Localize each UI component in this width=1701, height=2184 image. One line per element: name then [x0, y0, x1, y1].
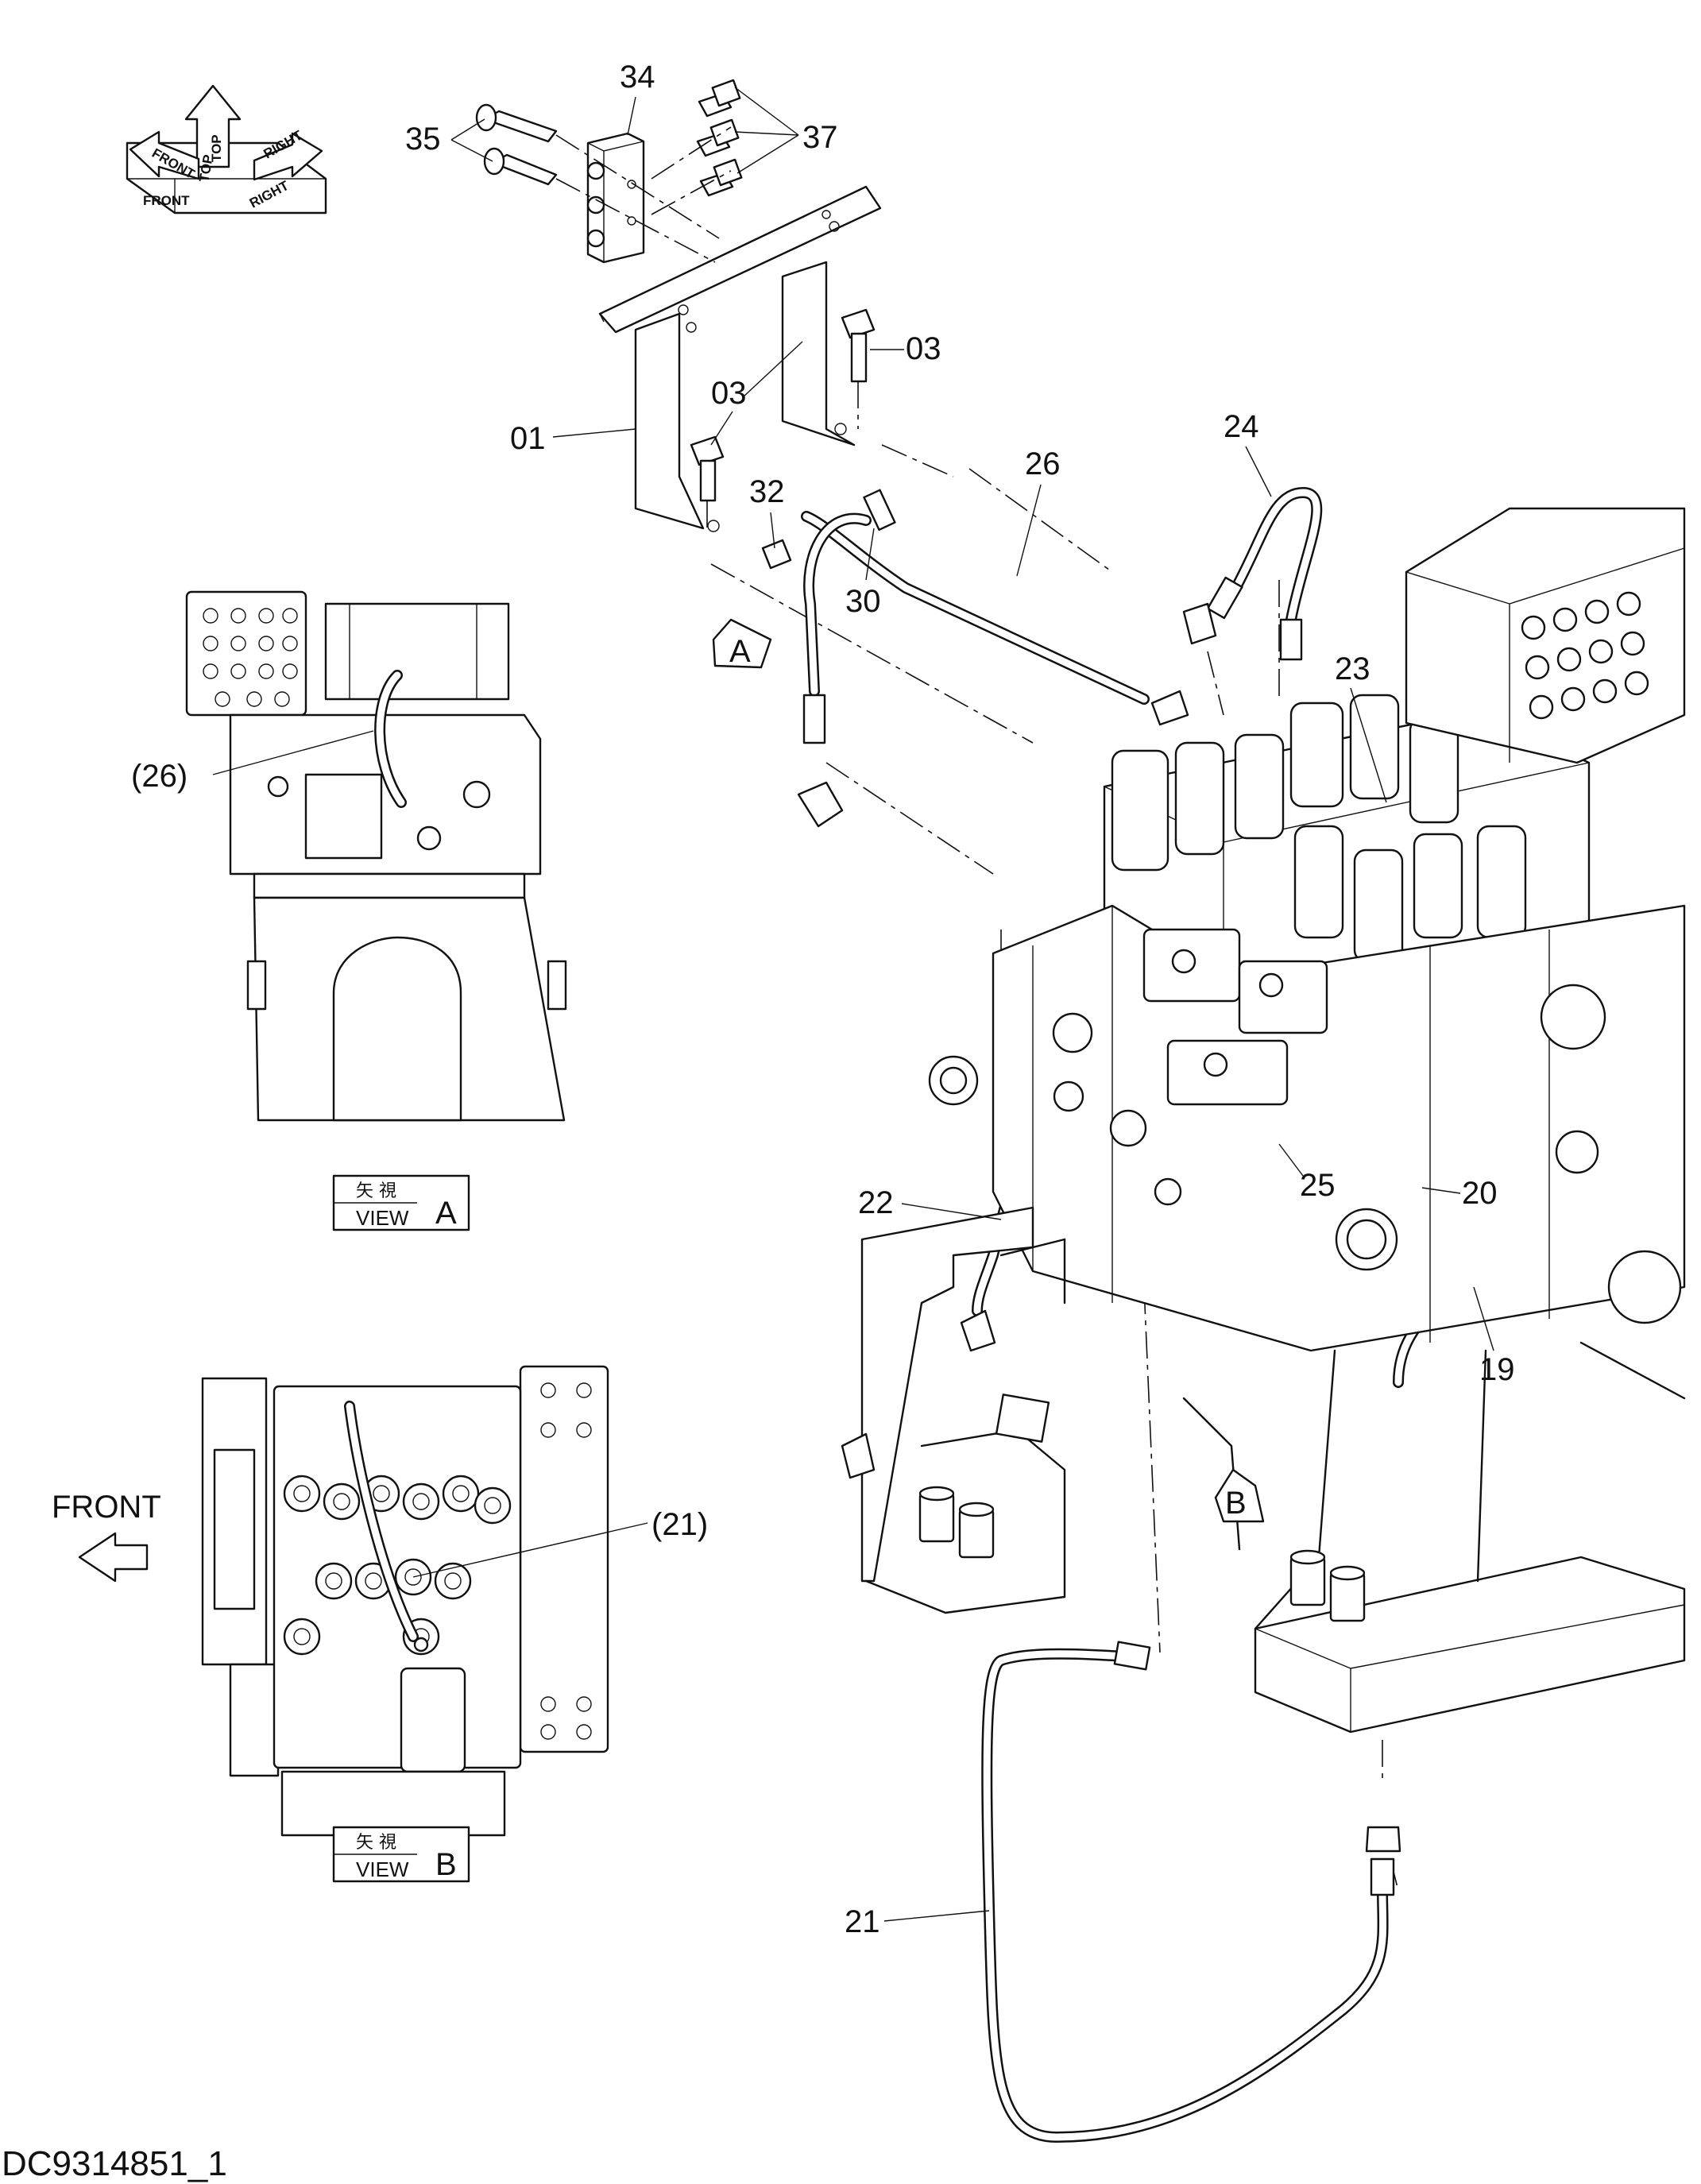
hose-24	[1182, 487, 1323, 661]
view-b-inset: FRONT (21) 矢 視 VIEW B	[52, 1365, 708, 1883]
callout-20: 20	[1462, 1176, 1498, 1211]
callout-21: 21	[845, 1904, 880, 1939]
document-id: DC9314851_1	[2, 2144, 227, 2183]
up-arrow-icon	[184, 84, 242, 168]
callout-22: 22	[858, 1185, 894, 1220]
orientation-cube: FRONT TOP RIGHT FRONT TOP RIGHT	[126, 84, 327, 215]
view-b-front-label: FRONT	[52, 1490, 161, 1525]
callout-37: 37	[802, 120, 838, 155]
bolt-35-upper	[475, 103, 558, 143]
hose-26	[797, 489, 1189, 828]
view-marker-a-letter: A	[729, 634, 751, 669]
view-a-callout-26: (26)	[131, 759, 187, 794]
view-a-letter: A	[435, 1196, 457, 1231]
callout-35: 35	[405, 122, 441, 157]
view-marker-b: B	[1214, 1468, 1265, 1523]
cube-front-label: FRONT	[143, 193, 190, 208]
solenoid-cluster	[1142, 928, 1328, 1106]
view-b-caption: 矢 視 VIEW B	[332, 1826, 470, 1883]
valve-spools	[1111, 694, 1527, 963]
bolt-32	[761, 539, 792, 570]
callout-32: 32	[749, 474, 785, 509]
view-marker-b-letter: B	[1225, 1486, 1247, 1521]
right-arrow-icon	[253, 132, 323, 181]
control-valve-assembly	[928, 507, 1686, 1352]
view-a-view-label: VIEW	[356, 1206, 409, 1230]
callout-26: 26	[1025, 446, 1061, 481]
view-a-jp-label: 矢 視	[356, 1181, 396, 1201]
view-b-callout-21: (21)	[651, 1507, 708, 1542]
bolt-03-right	[841, 308, 876, 383]
hose-21	[981, 1641, 1401, 2143]
bolt-03-left	[690, 435, 725, 502]
pilot-manifold-block	[1405, 507, 1686, 764]
callout-30: 30	[845, 584, 881, 619]
callouts: 34 35 37 03 03 01 32 30 26 24 23 25 22 2…	[405, 60, 1515, 1939]
callout-03-left: 03	[711, 376, 747, 411]
view-b-jp-label: 矢 視	[356, 1833, 396, 1853]
bracket-01	[598, 185, 882, 532]
bolt-35-lower	[483, 147, 558, 186]
view-a-inset: (26) 矢 視 VIEW A	[131, 590, 567, 1231]
cube-top-arrow-label: TOP	[209, 134, 224, 162]
bracket-assembly	[475, 79, 882, 570]
front-arrow-icon	[78, 1532, 149, 1583]
view-b-letter: B	[435, 1847, 457, 1882]
left-arrow-icon	[129, 130, 200, 180]
callout-19: 19	[1479, 1352, 1515, 1387]
mount-nuts	[918, 1486, 1366, 1622]
callout-34: 34	[620, 60, 655, 95]
callout-01: 01	[510, 421, 546, 456]
callout-23: 23	[1335, 651, 1370, 686]
manifold-block-34	[586, 132, 645, 264]
fittings-37	[696, 79, 743, 197]
view-b-view-label: VIEW	[356, 1857, 409, 1881]
view-marker-a: A	[712, 618, 772, 669]
callout-24: 24	[1224, 409, 1259, 444]
callout-25: 25	[1300, 1168, 1336, 1203]
callout-03-right: 03	[906, 331, 941, 366]
view-a-caption: 矢 視 VIEW A	[332, 1174, 470, 1231]
